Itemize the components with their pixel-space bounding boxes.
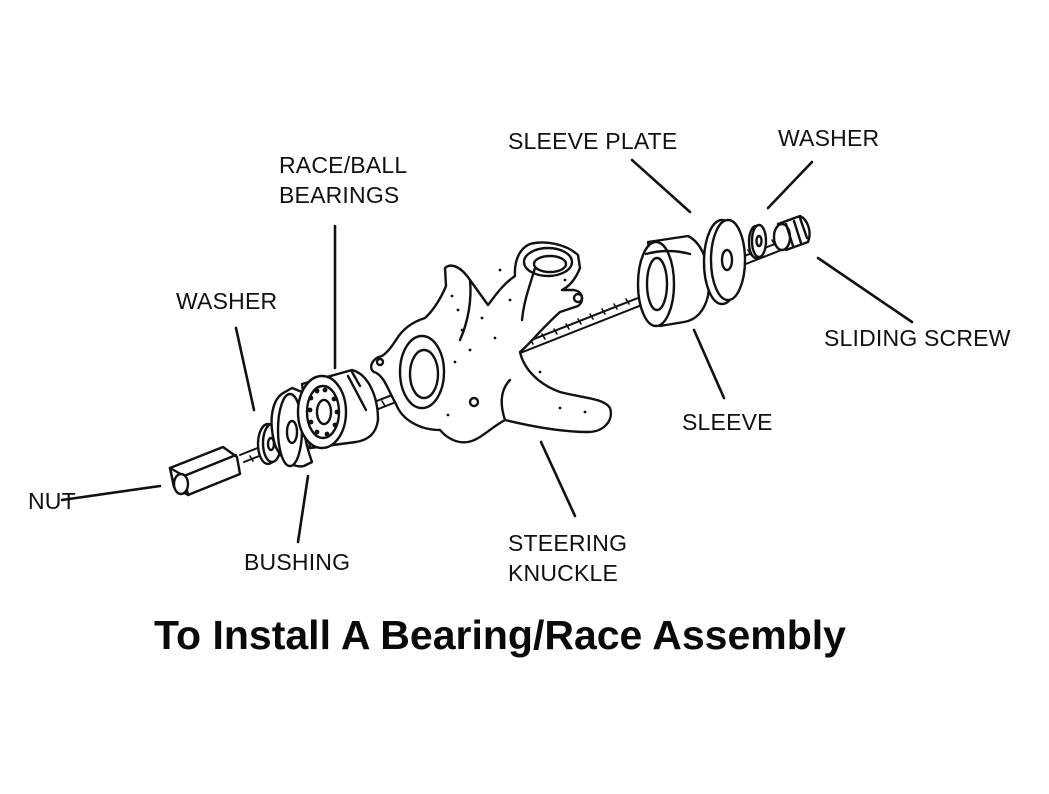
label-race-ball-bearings: RACE/BALL BEARINGS — [279, 152, 408, 208]
label-bushing: BUSHING — [244, 549, 351, 575]
leader-lines — [60, 158, 914, 544]
diagram-caption: To Install A Bearing/Race Assembly — [154, 612, 846, 658]
sleeve-part — [636, 234, 711, 328]
label-sliding-screw: SLIDING SCREW — [824, 325, 1011, 351]
label-washer-right: WASHER — [778, 125, 880, 151]
label-sleeve-plate: SLEEVE PLATE — [508, 128, 678, 154]
nut-part — [168, 445, 242, 497]
sliding-screw-head-part — [772, 214, 811, 252]
label-sleeve: SLEEVE — [682, 409, 773, 435]
label-nut: NUT — [28, 488, 76, 514]
label-washer-left: WASHER — [176, 288, 278, 314]
bushing-part — [270, 386, 314, 468]
label-steering-knuckle: STEERING KNUCKLE — [508, 530, 628, 586]
race-bearing-part — [296, 368, 380, 450]
steering-knuckle-part — [370, 241, 613, 444]
sleeve-plate-part — [702, 218, 747, 306]
right-washer-part — [747, 223, 768, 260]
